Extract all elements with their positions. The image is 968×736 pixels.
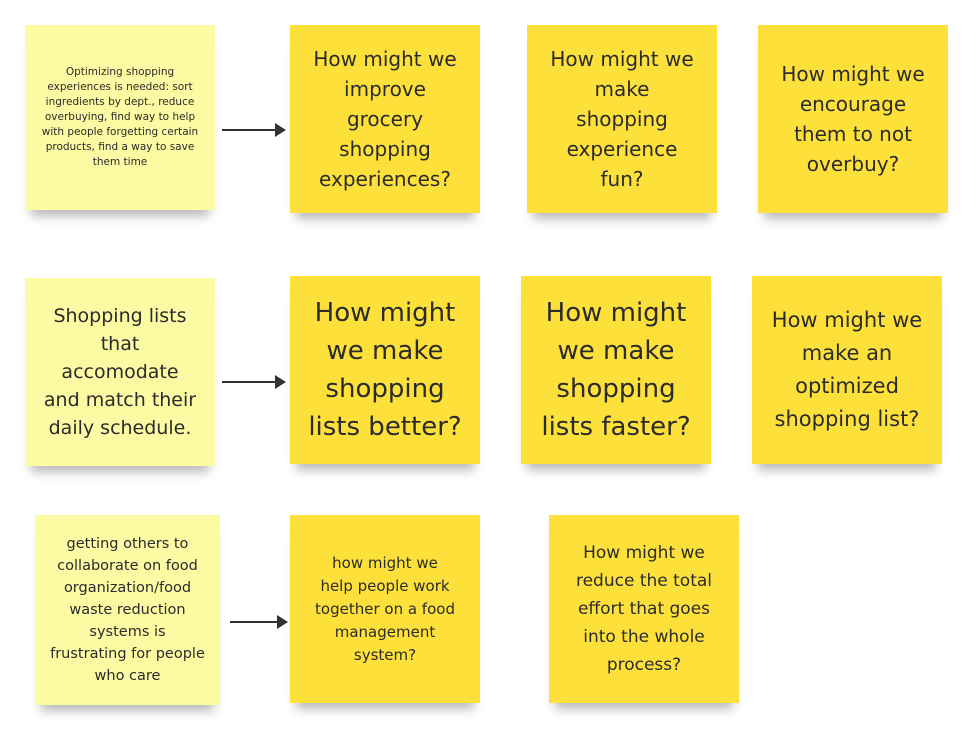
question-note-1-3[interactable]: How might we encourage them to not overb… — [758, 25, 948, 213]
question-note-text: How might we make an optimized shopping … — [771, 308, 923, 431]
question-note-2-3[interactable]: How might we make an optimized shopping … — [752, 276, 942, 464]
question-note-text: How might we encourage them to not overb… — [781, 62, 925, 176]
question-note-text: How might we improve grocery shopping ex… — [313, 47, 457, 191]
insight-note-text: Shopping lists that accomodate and match… — [43, 305, 197, 439]
arrow-row-3 — [230, 615, 288, 629]
question-note-3-1[interactable]: how might we help people work together o… — [290, 515, 480, 703]
insight-note-text: getting others to collaborate on food or… — [50, 536, 205, 684]
insight-note-2[interactable]: Shopping lists that accomodate and match… — [25, 278, 215, 466]
question-note-1-1[interactable]: How might we improve grocery shopping ex… — [290, 25, 480, 213]
question-note-text: How might we reduce the total effort tha… — [575, 543, 713, 675]
question-note-2-2[interactable]: How might we make shopping lists faster? — [521, 276, 711, 464]
question-note-text: How might we make shopping experience fu… — [550, 47, 694, 191]
question-note-text: how might we help people work together o… — [315, 553, 455, 664]
insight-note-1[interactable]: Optimizing shopping experiences is neede… — [25, 25, 215, 210]
question-note-text: How might we make shopping lists better? — [308, 298, 462, 442]
question-note-text: How might we make shopping lists faster? — [541, 298, 691, 442]
question-note-1-2[interactable]: How might we make shopping experience fu… — [527, 25, 717, 213]
arrow-row-2 — [222, 375, 286, 389]
arrow-row-1 — [222, 123, 286, 137]
insight-note-3[interactable]: getting others to collaborate on food or… — [35, 515, 220, 705]
question-note-2-1[interactable]: How might we make shopping lists better? — [290, 276, 480, 464]
question-note-3-2[interactable]: How might we reduce the total effort tha… — [549, 515, 739, 703]
insight-note-text: Optimizing shopping experiences is neede… — [41, 66, 199, 168]
